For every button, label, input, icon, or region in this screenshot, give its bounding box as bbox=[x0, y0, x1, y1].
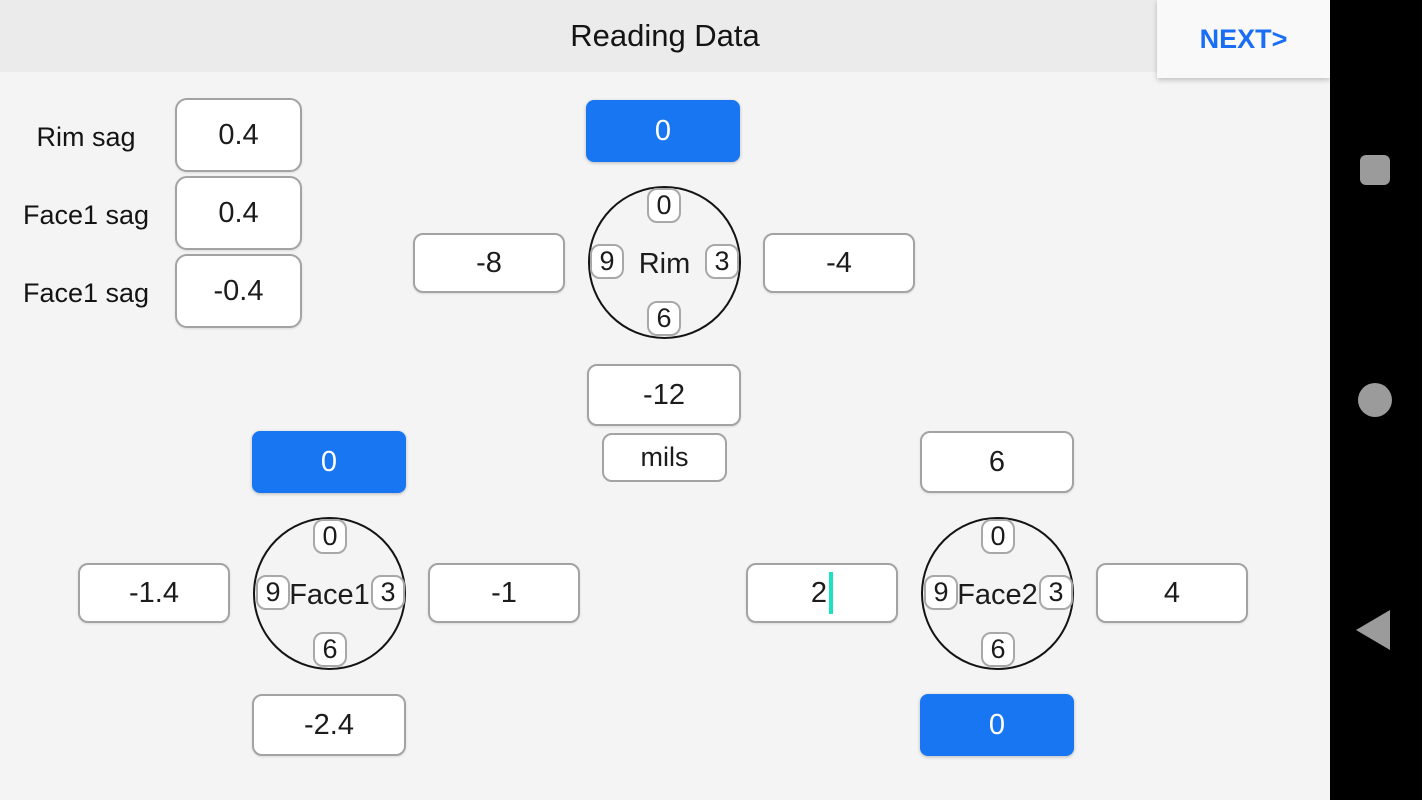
back-icon[interactable] bbox=[1356, 610, 1390, 650]
face2-clock-9-badge: 9 bbox=[924, 575, 958, 610]
face1-sag-label: Face1 sag bbox=[22, 200, 150, 230]
face1-sag-input-2[interactable]: -0.4 bbox=[175, 254, 302, 328]
rim-clock-6-badge: 6 bbox=[647, 301, 681, 336]
face2-dial-name: Face2 bbox=[957, 579, 1038, 611]
rim-sag-label: Rim sag bbox=[36, 122, 136, 152]
rim-9oclock-input[interactable]: -8 bbox=[413, 233, 565, 293]
rim-top-zero-button[interactable]: 0 bbox=[586, 100, 740, 162]
units-mils-button[interactable]: mils bbox=[602, 433, 727, 482]
rim-6oclock-input[interactable]: -12 bbox=[587, 364, 741, 426]
face1-top-zero-button[interactable]: 0 bbox=[252, 431, 406, 493]
page-title: Reading Data bbox=[570, 18, 760, 53]
rim-clock-9-badge: 9 bbox=[590, 244, 624, 279]
rim-3oclock-input[interactable]: -4 bbox=[763, 233, 915, 293]
face1-clock-6-badge: 6 bbox=[313, 632, 347, 667]
face1-6oclock-input[interactable]: -2.4 bbox=[252, 694, 406, 756]
face1-clock-9-badge: 9 bbox=[256, 575, 290, 610]
text-cursor bbox=[829, 572, 834, 614]
face1-sag-label-2: Face1 sag bbox=[22, 278, 150, 308]
next-button[interactable]: NEXT> bbox=[1157, 0, 1330, 78]
app-bar: Reading Data bbox=[0, 0, 1330, 72]
face2-9oclock-input[interactable]: 2 bbox=[746, 563, 898, 623]
face2-12oclock-input[interactable]: 6 bbox=[920, 431, 1074, 493]
face1-sag-input[interactable]: 0.4 bbox=[175, 176, 302, 250]
rim-dial-circle bbox=[588, 186, 741, 339]
face1-dial-name: Face1 bbox=[289, 579, 370, 611]
face2-dial-circle bbox=[921, 517, 1074, 670]
face2-clock-0-badge: 0 bbox=[981, 519, 1015, 554]
face2-9oclock-value: 2 bbox=[810, 576, 828, 609]
face2-bottom-zero-button[interactable]: 0 bbox=[920, 694, 1074, 756]
rim-sag-input[interactable]: 0.4 bbox=[175, 98, 302, 172]
rim-clock-0-badge: 0 bbox=[647, 188, 681, 223]
face1-dial-circle bbox=[253, 517, 406, 670]
rim-clock-3-badge: 3 bbox=[705, 244, 739, 279]
face1-clock-3-badge: 3 bbox=[371, 575, 405, 610]
reading-data-page: Reading Data NEXT> Rim sag 0.4 Face1 sag… bbox=[0, 0, 1330, 800]
face2-clock-6-badge: 6 bbox=[981, 632, 1015, 667]
face2-clock-3-badge: 3 bbox=[1039, 575, 1073, 610]
rim-dial-name: Rim bbox=[638, 248, 691, 280]
face1-3oclock-input[interactable]: -1 bbox=[428, 563, 580, 623]
face1-9oclock-input[interactable]: -1.4 bbox=[78, 563, 230, 623]
face2-3oclock-input[interactable]: 4 bbox=[1096, 563, 1248, 623]
recents-icon[interactable] bbox=[1360, 155, 1390, 185]
android-nav-bar bbox=[1330, 0, 1422, 800]
home-icon[interactable] bbox=[1358, 383, 1392, 417]
face1-clock-0-badge: 0 bbox=[313, 519, 347, 554]
